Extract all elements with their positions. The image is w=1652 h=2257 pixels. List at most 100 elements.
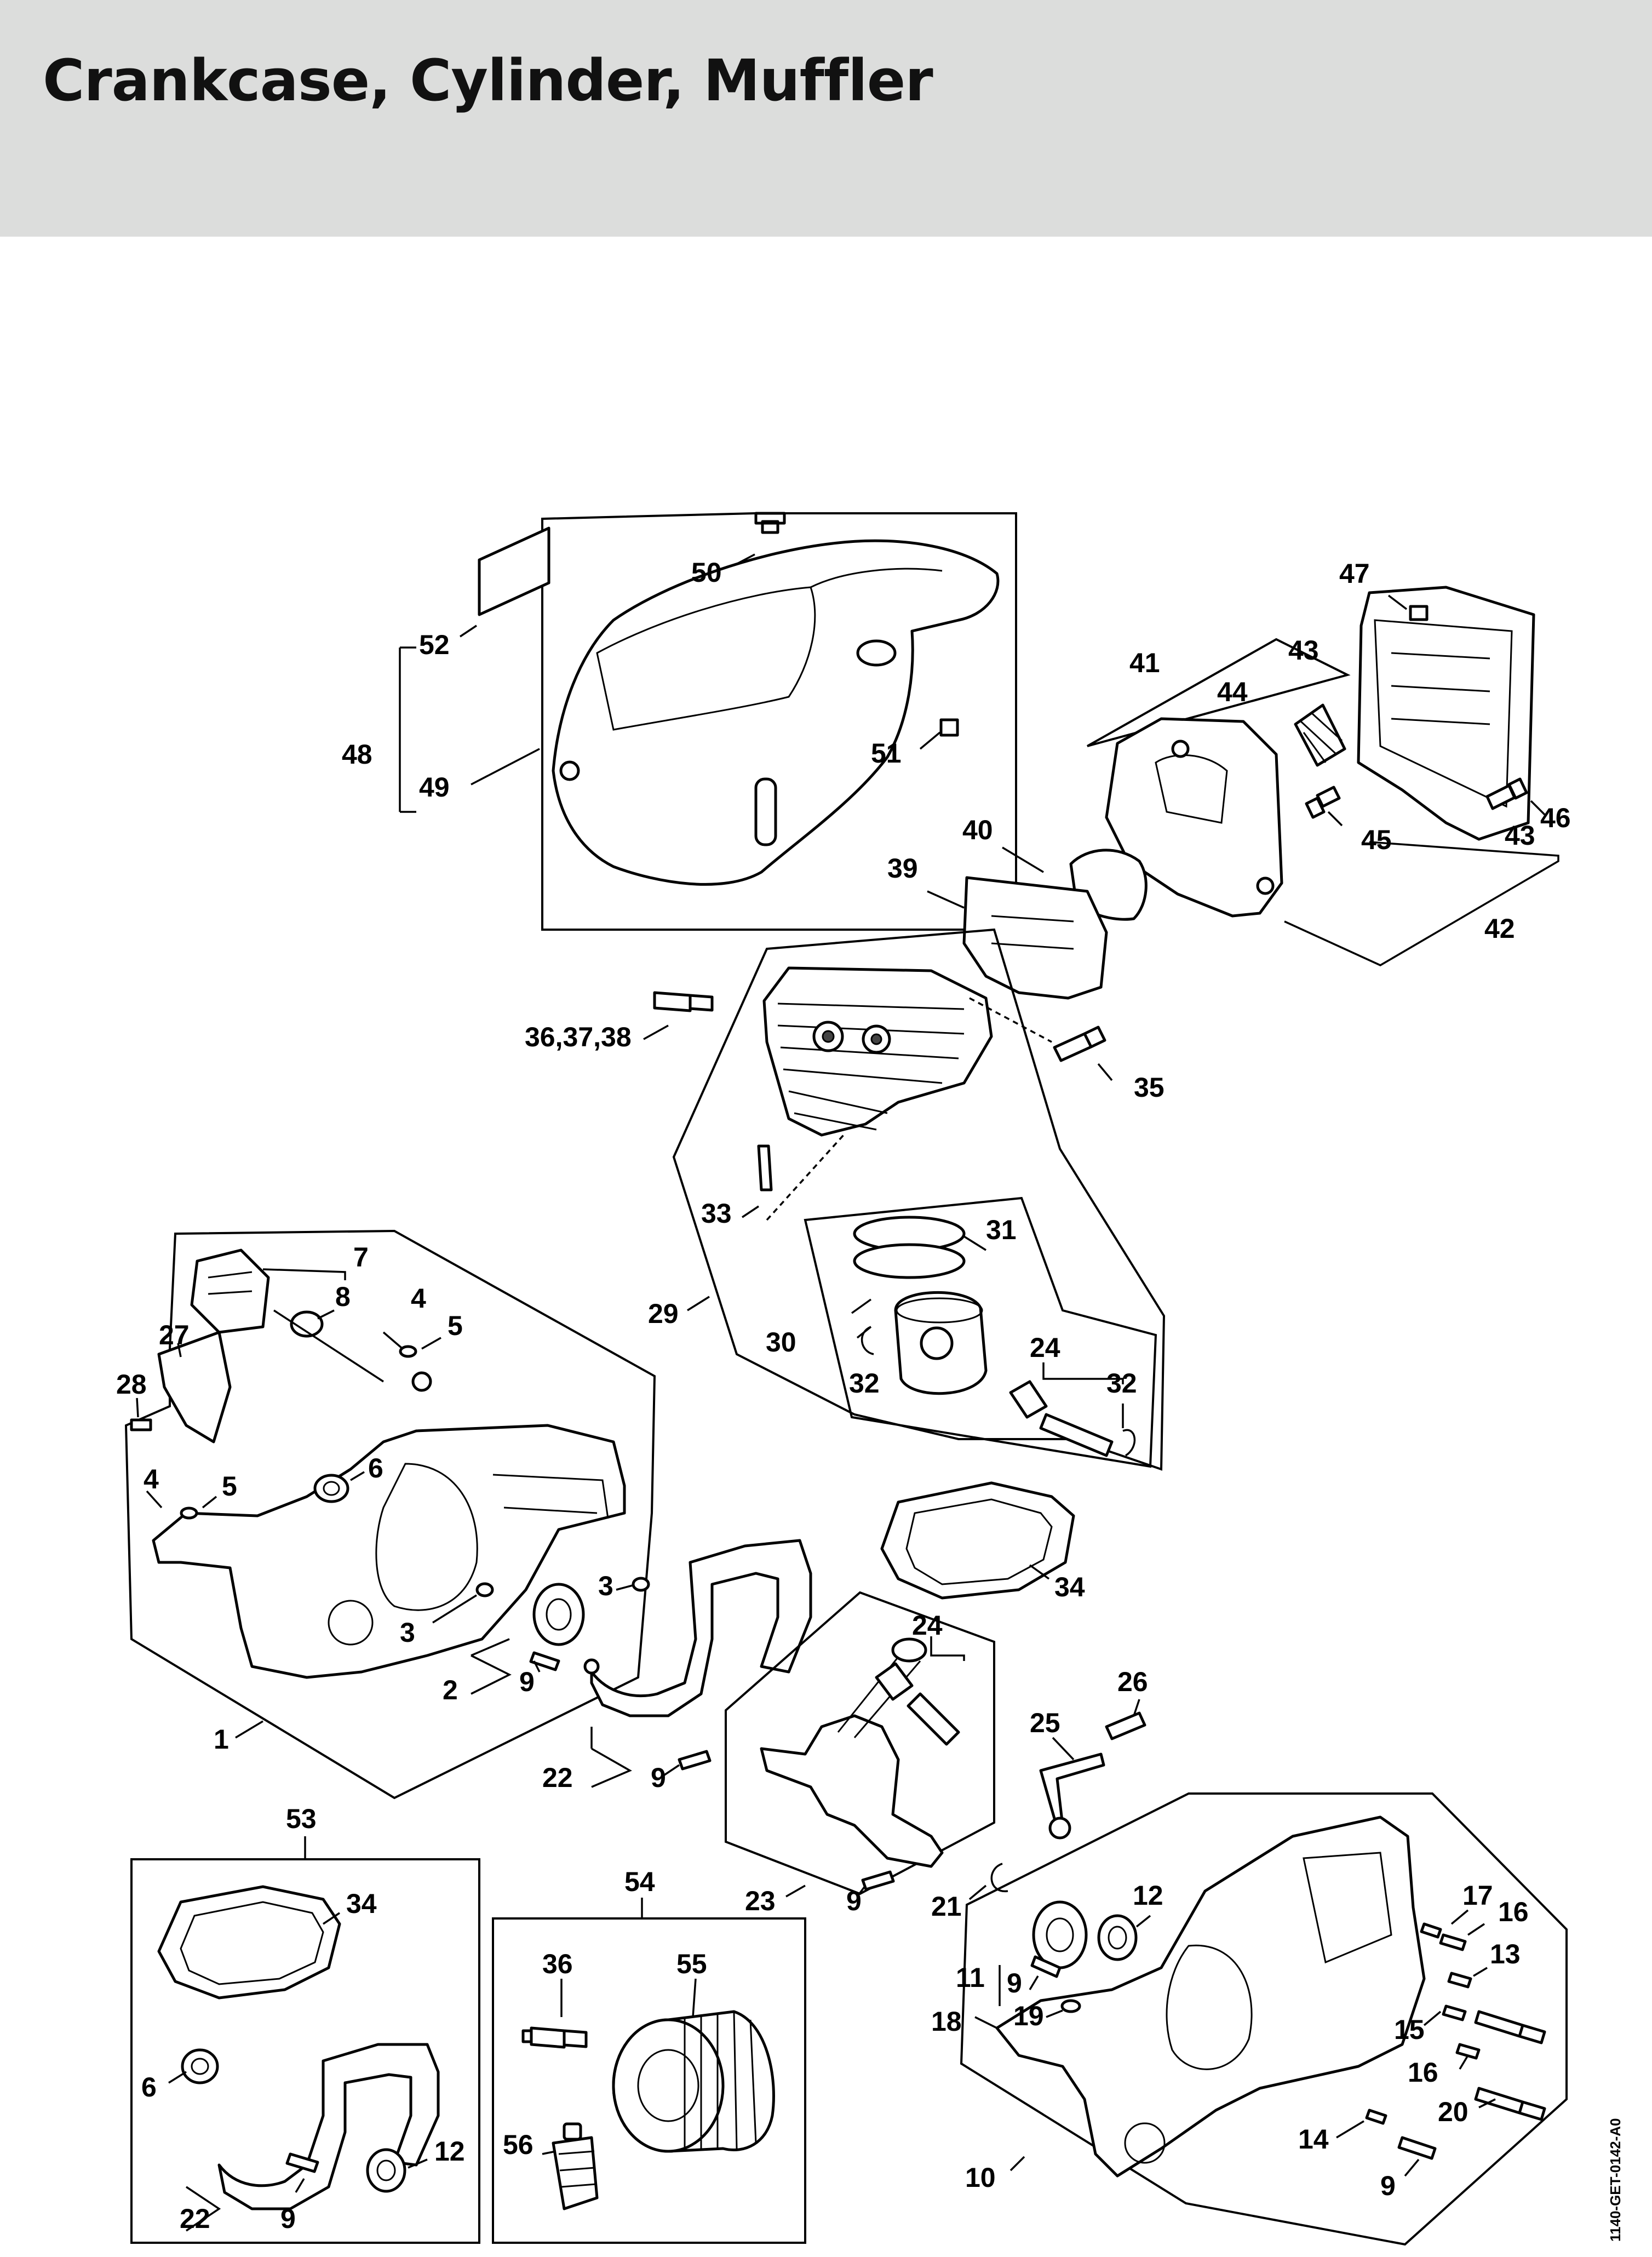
line-art bbox=[990, 1863, 1008, 1892]
line-art bbox=[168, 2071, 187, 2084]
line-art bbox=[471, 748, 540, 786]
line-art bbox=[1303, 1852, 1392, 1964]
washer-5-lower bbox=[180, 1506, 198, 1520]
line-art bbox=[1530, 800, 1546, 816]
crankcase-right-group: 12 17 16 13 11 9 18 19 15 16 20 14 9 10 bbox=[931, 1792, 1568, 2246]
screw-26 bbox=[1105, 1711, 1146, 1740]
callout-c41: 41 bbox=[1129, 648, 1160, 678]
callout-c54: 54 bbox=[624, 1866, 655, 1897]
screw-9-e bbox=[1397, 2136, 1437, 2160]
line-art bbox=[856, 1326, 872, 1339]
pin-17 bbox=[1420, 1922, 1442, 1939]
line-art bbox=[317, 1309, 335, 1320]
fuel-filter-56 bbox=[552, 2136, 599, 2210]
line-art bbox=[968, 1884, 987, 1900]
line-art bbox=[1336, 2120, 1364, 2139]
line-art bbox=[632, 1577, 650, 1592]
line-art bbox=[1122, 1429, 1135, 1457]
crankcase-left-group: 7 8 4 5 27 28 6 4 5 3 3 9 2 1 bbox=[116, 1229, 656, 1800]
line-art bbox=[186, 2186, 221, 2232]
screw-9-d bbox=[1030, 1955, 1062, 1978]
line-art bbox=[1478, 2098, 1496, 2109]
callout-c24a: 24 bbox=[1030, 1332, 1060, 1363]
callout-c22a: 22 bbox=[542, 1762, 573, 1793]
line-art bbox=[471, 1638, 510, 1657]
line-art bbox=[376, 2159, 396, 2181]
line-art bbox=[177, 1343, 182, 1357]
line-art bbox=[558, 2150, 596, 2188]
line-art bbox=[643, 1024, 669, 1040]
callout-c30: 30 bbox=[766, 1327, 796, 1357]
shroud-group: 50 52 48 49 51 bbox=[342, 512, 1017, 931]
page-title: Crankcase, Cylinder, Muffler bbox=[43, 47, 933, 114]
stud-13 bbox=[1447, 1972, 1472, 1989]
callout-c20: 20 bbox=[1438, 2096, 1469, 2127]
line-art bbox=[891, 1637, 927, 1663]
callout-c32a: 32 bbox=[849, 1368, 880, 1399]
crank-pin bbox=[907, 1692, 960, 1746]
line-art bbox=[991, 915, 1074, 950]
callout-c13: 13 bbox=[1490, 1939, 1521, 1969]
line-art bbox=[1097, 1063, 1113, 1081]
line-art bbox=[837, 1649, 921, 1738]
callout-c33: 33 bbox=[701, 1198, 732, 1229]
decomp-valve-35 bbox=[1053, 1026, 1106, 1062]
callout-c34a: 34 bbox=[1054, 1572, 1085, 1602]
bolt-16 bbox=[1474, 2010, 1546, 2044]
gasket-kit-53-group: 53 34 6 12 22 9 bbox=[130, 1803, 480, 2244]
line-art bbox=[733, 553, 755, 566]
washer-19 bbox=[1060, 1999, 1081, 2013]
callout-c9a: 9 bbox=[519, 1666, 535, 1697]
callout-c3b: 3 bbox=[598, 1571, 613, 1601]
needle-cage-24-b bbox=[875, 1662, 914, 1701]
line-art bbox=[1391, 652, 1490, 725]
line-art bbox=[870, 1033, 882, 1045]
screw-9-b bbox=[678, 1750, 712, 1771]
callout-c52: 52 bbox=[419, 629, 450, 660]
line-art bbox=[1256, 877, 1275, 895]
oil-seal-12-kit bbox=[366, 2148, 406, 2193]
callout-c26: 26 bbox=[1117, 1666, 1148, 1697]
callout-c29: 29 bbox=[648, 1298, 679, 1329]
line-art bbox=[146, 1490, 163, 1509]
screw-9-a bbox=[529, 1651, 560, 1671]
line-art bbox=[822, 1030, 835, 1043]
line-art bbox=[421, 1337, 441, 1350]
crankshaft-group: 24 26 25 23 9 21 bbox=[725, 1591, 1148, 1922]
muffler-cover-43 bbox=[1357, 586, 1535, 841]
line-art bbox=[861, 1326, 874, 1355]
line-art bbox=[785, 1884, 806, 1898]
line-art bbox=[460, 625, 477, 638]
line-art bbox=[684, 2012, 757, 2151]
line-art bbox=[1029, 1564, 1050, 1580]
muffler-bracket-41 bbox=[1087, 638, 1351, 747]
line-art bbox=[1423, 2010, 1442, 2026]
bolt-20 bbox=[1474, 2087, 1546, 2121]
callout-c55: 55 bbox=[676, 1949, 707, 1979]
oil-seal-12 bbox=[1097, 1914, 1138, 1961]
line-art bbox=[1048, 1817, 1071, 1840]
line-art bbox=[583, 1658, 600, 1675]
service-kit-54-group: 54 36 55 56 bbox=[492, 1866, 806, 2244]
callout-c7: 7 bbox=[353, 1242, 369, 1273]
callout-c15: 15 bbox=[1394, 2014, 1425, 2045]
line-art bbox=[323, 1481, 340, 1496]
callout-c25: 25 bbox=[1030, 1708, 1060, 1738]
needle-cage-24 bbox=[1009, 1380, 1048, 1419]
callout-c8: 8 bbox=[335, 1281, 351, 1312]
callout-c14: 14 bbox=[1298, 2124, 1329, 2155]
line-art bbox=[1029, 1975, 1039, 1990]
line-art bbox=[1387, 594, 1408, 610]
callout-c49: 49 bbox=[419, 772, 450, 803]
decal-52 bbox=[478, 526, 550, 616]
line-art bbox=[1052, 1737, 1075, 1761]
line-art bbox=[974, 2016, 997, 2029]
line-art bbox=[1002, 846, 1044, 873]
line-art bbox=[662, 1764, 680, 1777]
line-art bbox=[191, 2058, 209, 2075]
callout-c43a: 43 bbox=[1288, 635, 1319, 666]
line-art bbox=[180, 1901, 324, 1985]
callout-c22b: 22 bbox=[180, 2203, 210, 2234]
callout-c3a: 3 bbox=[400, 1617, 415, 1648]
callout-c32b: 32 bbox=[1106, 1368, 1137, 1399]
